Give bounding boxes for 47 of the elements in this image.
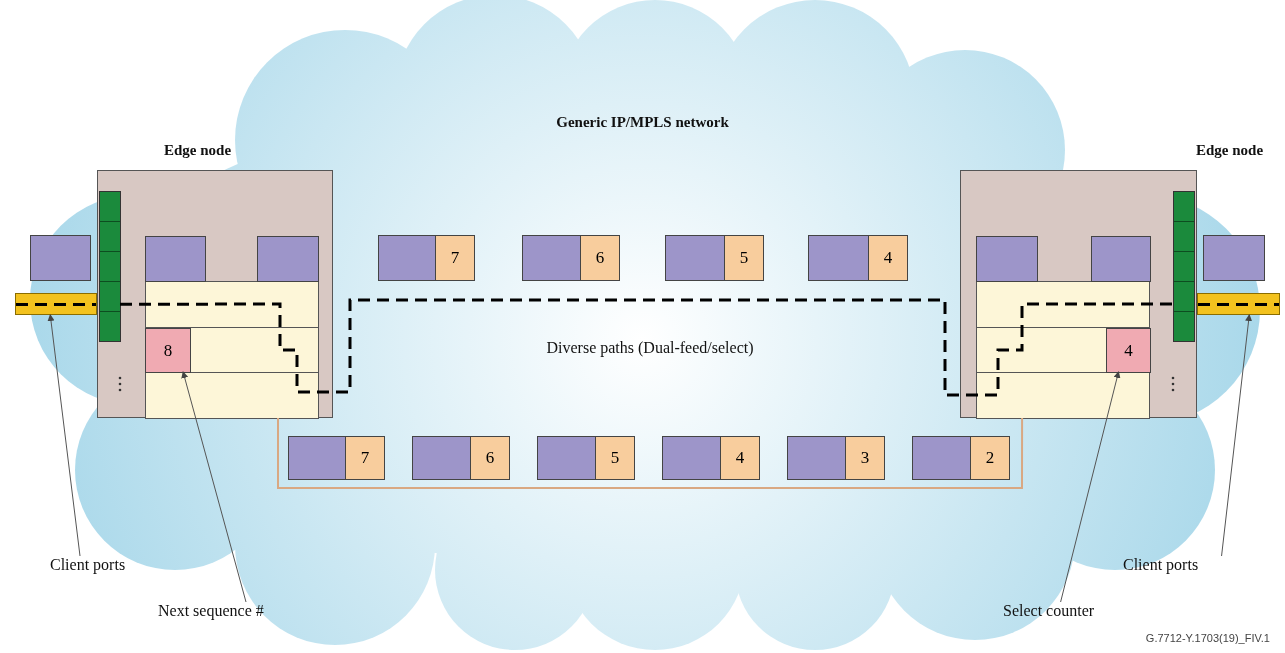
sequence-number: 6: [470, 437, 509, 479]
packet-block: [30, 235, 91, 281]
leader-line: [181, 371, 247, 603]
sequence-number: 5: [724, 236, 763, 280]
port-stack: [99, 191, 121, 342]
callout-text: Client ports: [50, 556, 175, 578]
figure-code: G.7712-Y.1703(19)_FIV.1: [1145, 632, 1270, 644]
leader-line: [47, 314, 81, 557]
edge-node-heading: Edge node: [164, 142, 232, 159]
packet: [522, 235, 620, 281]
callout-text: Next sequence #: [158, 602, 318, 624]
sequence-number: 7: [345, 437, 384, 479]
sequence-number: 6: [580, 236, 619, 280]
packet-block: [257, 236, 319, 282]
leader-line: [1060, 371, 1121, 603]
packet: [378, 235, 475, 281]
sequence-number: 3: [845, 437, 884, 479]
callout-text: Select counter: [1003, 602, 1131, 624]
packet: [288, 436, 385, 480]
packet: [912, 436, 1010, 480]
sequence-number: 5: [595, 437, 634, 479]
packet: [537, 436, 635, 480]
path-note: Diverse paths (Dual-feed/select): [546, 339, 754, 356]
packet-block: [145, 236, 206, 282]
sequence-cell: 4: [1106, 328, 1151, 373]
path-line: [277, 417, 1024, 489]
client-port-bar: [15, 293, 97, 315]
edge-node-heading: Edge node: [1196, 142, 1264, 159]
sequence-cell: 8: [145, 328, 191, 373]
packet-block: [1203, 235, 1265, 281]
packet: [662, 436, 760, 480]
sequence-number: 2: [970, 437, 1009, 479]
packet-block: [1091, 236, 1151, 282]
packet: [808, 235, 908, 281]
client-port-bar: [1197, 293, 1280, 315]
packet: [665, 235, 764, 281]
leader-line: [1221, 314, 1253, 557]
dashed-path: [120, 298, 1172, 397]
sequence-number: 7: [435, 236, 474, 280]
packet-block: [976, 236, 1038, 282]
callout-text: Client ports: [1123, 556, 1251, 578]
sequence-number: 4: [720, 437, 759, 479]
packet: [787, 436, 885, 480]
sequence-number: 4: [868, 236, 907, 280]
network-title: Generic IP/MPLS network: [555, 114, 730, 131]
packet: [412, 436, 510, 480]
port-stack: [1173, 191, 1195, 342]
